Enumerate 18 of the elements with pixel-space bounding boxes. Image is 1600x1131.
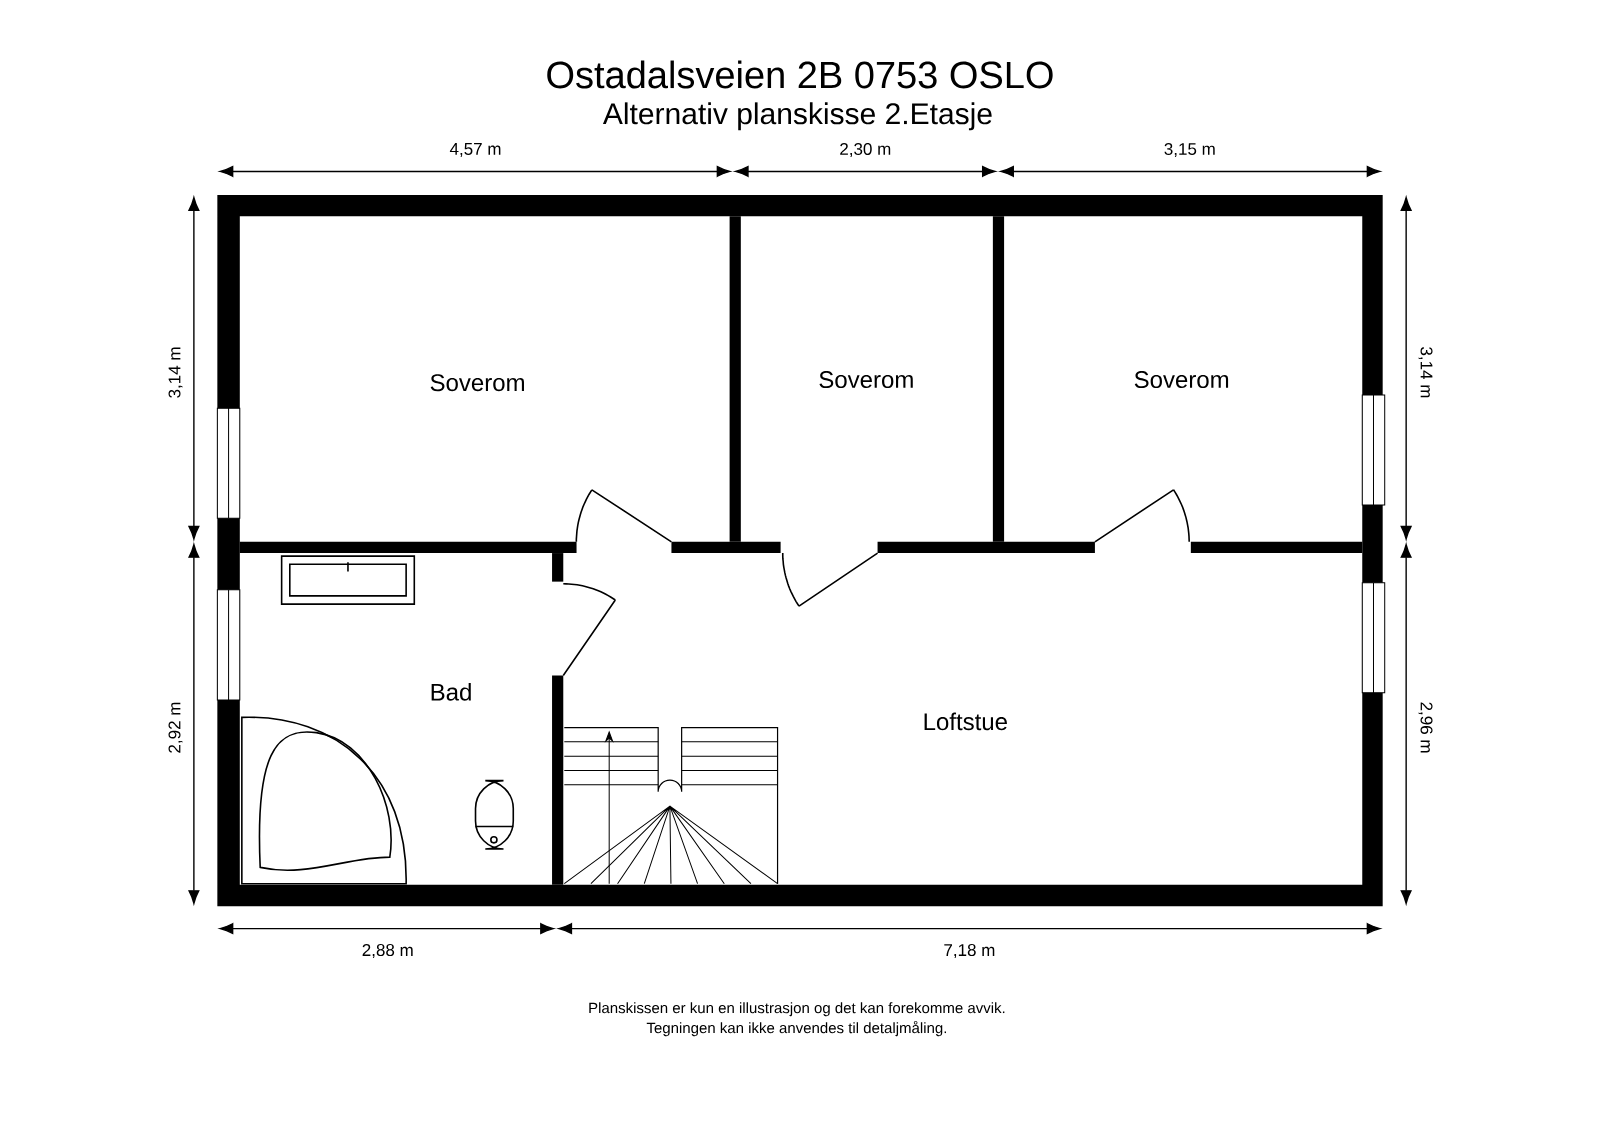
- disclaimer-note: Planskissen er kun en illustrasjon og det kan forekomme avvik.: [589, 1002, 1005, 1017]
- dimension-label: 3,15 m: [1164, 143, 1215, 158]
- room-label: Soverom: [819, 371, 913, 389]
- disclaimer-note: Tegningen kan ikke anvendes til detaljmåling.: [646, 1021, 946, 1037]
- dimension-label: 2,96 m: [1418, 702, 1433, 753]
- dimension-label: 7,18 m: [944, 944, 995, 959]
- dimension-label: 3,14 m: [168, 347, 183, 398]
- dimension-label: 4,57 m: [449, 143, 501, 158]
- subtitle: Alternativ planskisse 2.Etasje: [602, 102, 992, 131]
- room-label: Soverom: [430, 374, 524, 392]
- room-label: Soverom: [1134, 371, 1229, 389]
- dimension-label: 2,30 m: [840, 143, 891, 158]
- dimension-label: 2,92 m: [168, 702, 183, 753]
- room-label: Bad: [431, 683, 471, 701]
- dimension-label: 3,14 m: [1418, 347, 1433, 398]
- title: Ostadalsveien 2B 0753 OSLO: [547, 60, 1053, 89]
- dimension-label: 2,88 m: [362, 944, 413, 959]
- room-label: Loftstue: [924, 712, 1007, 731]
